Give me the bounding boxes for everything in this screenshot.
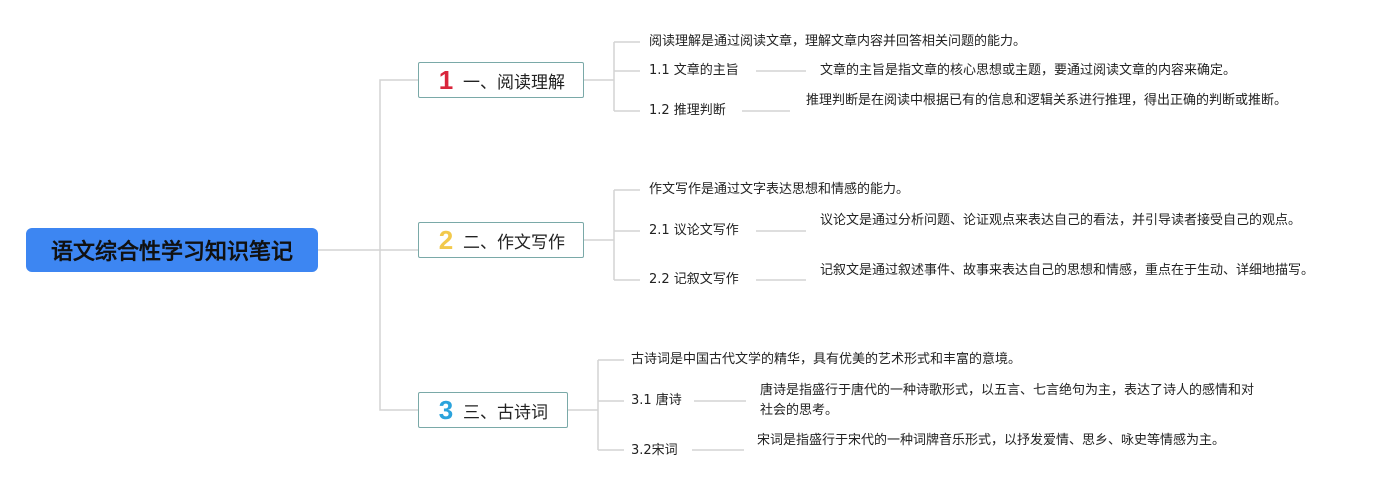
branch-label-2: 二、作文写作	[463, 232, 565, 253]
branch-label-3: 三、古诗词	[463, 402, 548, 423]
branch-3-sub-2-label[interactable]: 3.2宋词	[631, 443, 678, 458]
link-root-branch-3	[379, 250, 420, 411]
branch-2-intro[interactable]: 作文写作是通过文字表达思想和情感的能力。	[649, 182, 910, 197]
branch-1-sub-2-label[interactable]: 1.2 推理判断	[649, 103, 726, 118]
branch-node-3[interactable]: 3 三、古诗词	[418, 392, 568, 428]
branch-3-sub-1-label[interactable]: 3.1 唐诗	[631, 393, 682, 408]
branch-number-1: 1	[438, 64, 454, 95]
link-branch-2-trunk	[584, 190, 615, 280]
branch-label-1: 一、阅读理解	[463, 72, 565, 93]
root-node[interactable]: 语文综合性学习知识笔记	[26, 228, 318, 272]
branch-number-2: 2	[438, 224, 454, 255]
branch-1-sub-1-desc[interactable]: 文章的主旨是指文章的核心思想或主题，要通过阅读文章的内容来确定。	[820, 63, 1237, 78]
link-branch-1-trunk	[584, 42, 615, 111]
link-root-branch-1	[318, 79, 420, 251]
branch-node-2[interactable]: 2 二、作文写作	[418, 222, 584, 258]
branch-2-sub-1-label[interactable]: 2.1 议论文写作	[649, 223, 739, 238]
branch-1-sub-2-desc[interactable]: 推理判断是在阅读中根据已有的信息和逻辑关系进行推理，得出正确的判断或推断。	[806, 93, 1288, 108]
branch-3-sub-2-desc[interactable]: 宋词是指盛行于宋代的一种词牌音乐形式，以抒发爱情、思乡、咏史等情感为主。	[757, 433, 1226, 448]
branch-3-intro[interactable]: 古诗词是中国古代文学的精华，具有优美的艺术形式和丰富的意境。	[631, 352, 1022, 367]
branch-3-sub-1-desc[interactable]: 唐诗是指盛行于唐代的一种诗歌形式，以五言、七言绝句为主，表达了诗人的感情和对社会…	[760, 383, 1255, 418]
branch-2-sub-1-desc[interactable]: 议论文是通过分析问题、论证观点来表达自己的看法，并引导读者接受自己的观点。	[820, 213, 1302, 228]
branch-node-1[interactable]: 1 一、阅读理解	[418, 62, 584, 98]
branch-2-sub-2-label[interactable]: 2.2 记叙文写作	[649, 272, 739, 287]
branch-2-sub-2-desc[interactable]: 记叙文是通过叙述事件、故事来表达自己的思想和情感，重点在于生动、详细地描写。	[820, 263, 1315, 278]
branch-1-intro[interactable]: 阅读理解是通过阅读文章，理解文章内容并回答相关问题的能力。	[649, 34, 1027, 49]
root-title: 语文综合性学习知识笔记	[50, 240, 293, 265]
branch-number-3: 3	[438, 394, 454, 425]
branch-1-sub-1-label[interactable]: 1.1 文章的主旨	[649, 63, 739, 78]
link-branch-3-trunk	[568, 360, 599, 450]
